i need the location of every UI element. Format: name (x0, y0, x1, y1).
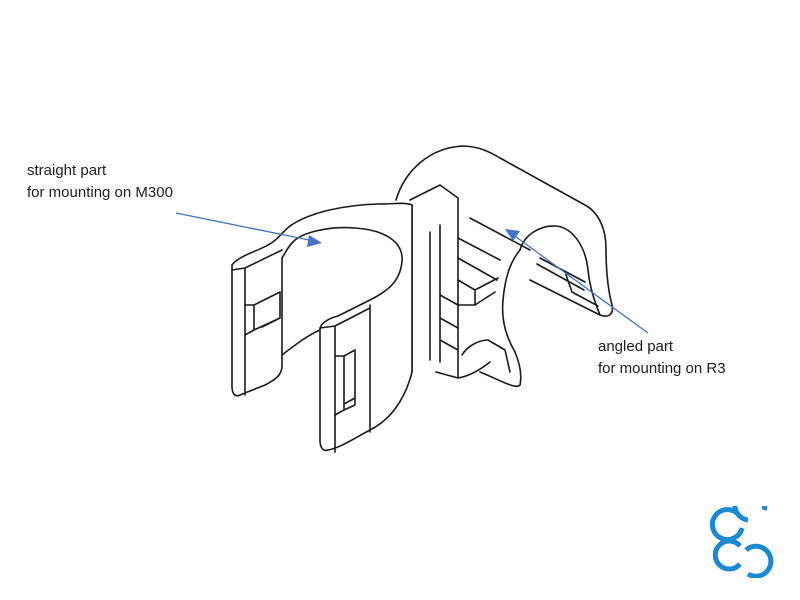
straight-part-title: straight part (27, 162, 107, 179)
drone-logo-icon (708, 487, 780, 579)
angled-part-drawing (395, 145, 614, 388)
straight-part-label: straight part for mounting on M300 (27, 160, 173, 204)
arrow-straight-part (175, 212, 322, 247)
angled-part-label: angled part for mounting on R3 (598, 336, 726, 380)
straight-part-drawing (231, 202, 413, 453)
arrow-angled-part (505, 229, 649, 334)
angled-part-title: angled part (598, 338, 674, 355)
straight-part-subtitle: for mounting on M300 (27, 184, 173, 201)
angled-part-subtitle: for mounting on R3 (598, 360, 726, 377)
